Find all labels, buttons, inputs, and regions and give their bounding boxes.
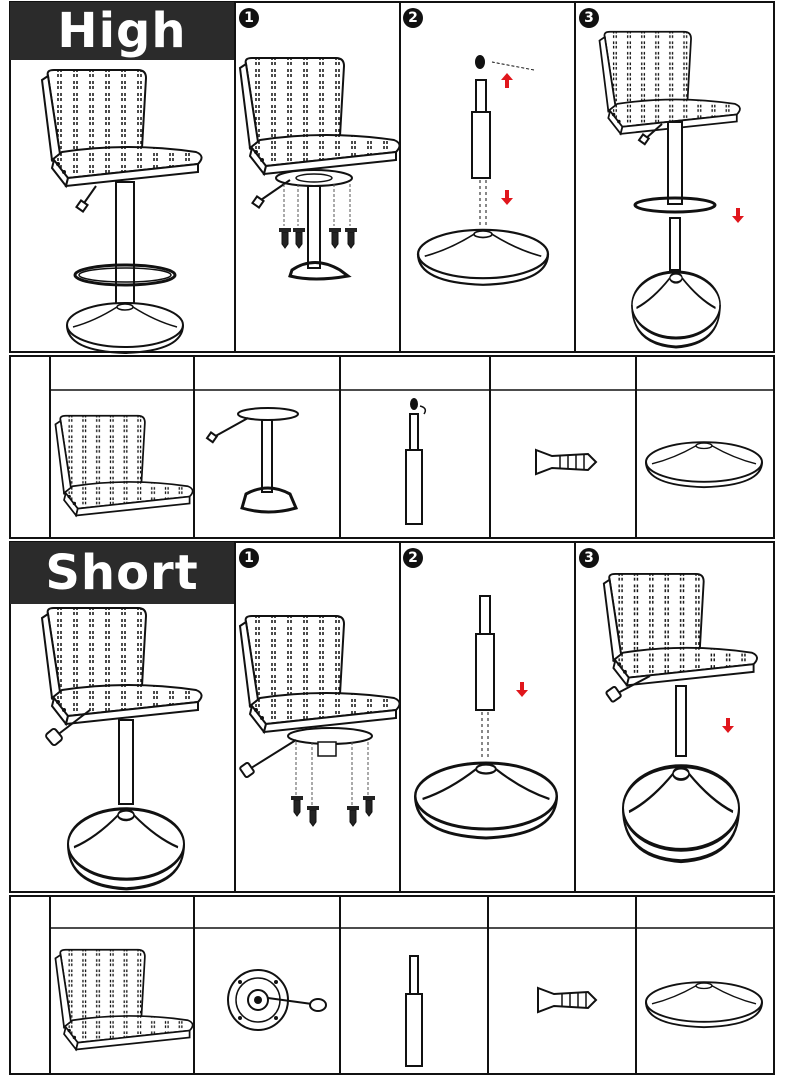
short-step-1-drawing [239,615,401,827]
high-part-seat [54,414,194,517]
short-part-gas-lift [405,955,423,1067]
high-step-2-drawing [416,55,550,286]
short-part-mechanism-plate [227,969,327,1031]
short-step-number-1: 1 [239,548,259,568]
short-part-base [645,981,763,1029]
high-part-footrest-column [205,407,299,514]
section-label-high: High [10,2,234,60]
short-section [9,541,775,893]
high-part-base [645,441,763,489]
high-step-3-drawing [598,30,744,349]
short-part-screw [537,986,598,1014]
short-part-seat [54,948,194,1051]
high-section [9,1,775,354]
high-step-number-3: 3 [579,8,599,28]
section-label-short: Short [10,542,234,604]
high-step-number-2: 2 [403,8,423,28]
high-part-screw [535,448,598,476]
high-step-1-drawing [239,57,401,281]
short-step-2-drawing [413,595,559,840]
high-parts-row [9,355,775,539]
short-complete-chair-drawing [41,607,203,891]
short-parts-row [9,895,775,1075]
short-step-number-2: 2 [403,548,423,568]
short-step-number-3: 3 [579,548,599,568]
short-step-3-drawing [602,572,758,864]
high-part-gas-lift [405,398,427,525]
high-step-number-1: 1 [239,8,259,28]
high-complete-chair-drawing [41,69,203,354]
